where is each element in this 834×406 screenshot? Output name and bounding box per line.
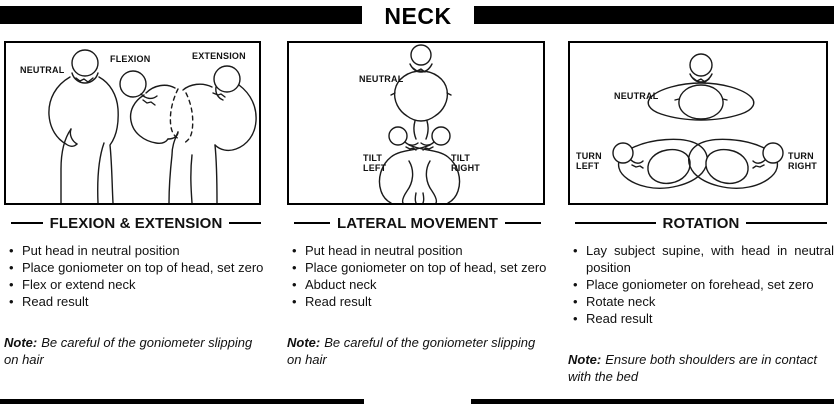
- note: Note:Be careful of the goniometer slippi…: [4, 334, 268, 368]
- lateral-movement-figure-box: NEUTRAL TILT LEFT TILT RIGHT: [287, 41, 545, 205]
- instruction-bullet: Place goniometer on top of head, set zer…: [287, 259, 548, 276]
- note-label: Note:: [4, 335, 38, 350]
- instruction-bullet: Place goniometer on top of head, set zer…: [4, 259, 268, 276]
- instruction-bullet: Put head in neutral position: [287, 242, 548, 259]
- section-heading-rotation: ROTATION: [568, 214, 834, 232]
- header-rule-right: [474, 6, 834, 24]
- figure-label-extension: EXTENSION: [192, 51, 246, 61]
- figure-label-tilt-right: TILT RIGHT: [451, 153, 480, 173]
- instruction-list: Put head in neutral position Place gonio…: [287, 242, 548, 310]
- note-text: Ensure both shoulders are in contact wit…: [568, 352, 817, 384]
- page-header: NECK: [0, 4, 834, 28]
- instruction-bullet: Rotate neck: [568, 293, 834, 310]
- instruction-bullet: Put head in neutral position: [4, 242, 268, 259]
- panel-lateral-movement: NEUTRAL TILT LEFT TILT RIGHT LATERAL MOV…: [287, 41, 548, 368]
- instruction-list: Lay subject supine, with head in neutral…: [568, 242, 834, 327]
- lateral-movement-figure: [378, 44, 461, 203]
- panel-rotation: NEUTRAL TURN LEFT TURN RIGHT ROTATION La…: [568, 41, 834, 385]
- instruction-bullet: Lay subject supine, with head in neutral…: [568, 242, 834, 276]
- figure-label-neutral: NEUTRAL: [20, 65, 65, 75]
- rotation-figure: [612, 53, 784, 189]
- instruction-bullet: Flex or extend neck: [4, 276, 268, 293]
- figure-label-turn-right: TURN RIGHT: [788, 151, 817, 171]
- panel-flexion-extension: NEUTRAL FLEXION EXTENSION FLEXION & EXTE…: [4, 41, 268, 368]
- flexion-extension-figure: [48, 49, 257, 203]
- figure-label-tilt-left: TILT LEFT: [363, 153, 387, 173]
- figure-label-turn-left: TURN LEFT: [576, 151, 602, 171]
- instruction-bullet: Read result: [287, 293, 548, 310]
- note-text: Be careful of the goniometer slipping on…: [4, 335, 253, 367]
- flexion-extension-figure-box: NEUTRAL FLEXION EXTENSION: [4, 41, 261, 205]
- note: Note:Be careful of the goniometer slippi…: [287, 334, 548, 368]
- instruction-bullet: Place goniometer on forehead, set zero: [568, 276, 834, 293]
- note: Note:Ensure both shoulders are in contac…: [568, 351, 834, 385]
- figure-label-neutral: NEUTRAL: [614, 91, 659, 101]
- instruction-list: Put head in neutral position Place gonio…: [4, 242, 268, 310]
- note-label: Note:: [568, 352, 602, 367]
- section-heading-flexion-extension: FLEXION & EXTENSION: [4, 214, 268, 232]
- instruction-bullet: Abduct neck: [287, 276, 548, 293]
- footer-rule-right: [471, 399, 834, 404]
- footer-rule-left: [0, 399, 364, 404]
- figure-label-neutral: NEUTRAL: [359, 74, 404, 84]
- section-heading-lateral-movement: LATERAL MOVEMENT: [287, 214, 548, 232]
- note-label: Note:: [287, 335, 321, 350]
- page-title: NECK: [384, 3, 452, 29]
- instruction-bullet: Read result: [4, 293, 268, 310]
- instruction-bullet: Read result: [568, 310, 834, 327]
- rotation-figure-box: NEUTRAL TURN LEFT TURN RIGHT: [568, 41, 828, 205]
- figure-label-flexion: FLEXION: [110, 54, 151, 64]
- header-rule-left: [0, 6, 362, 24]
- note-text: Be careful of the goniometer slipping on…: [287, 335, 536, 367]
